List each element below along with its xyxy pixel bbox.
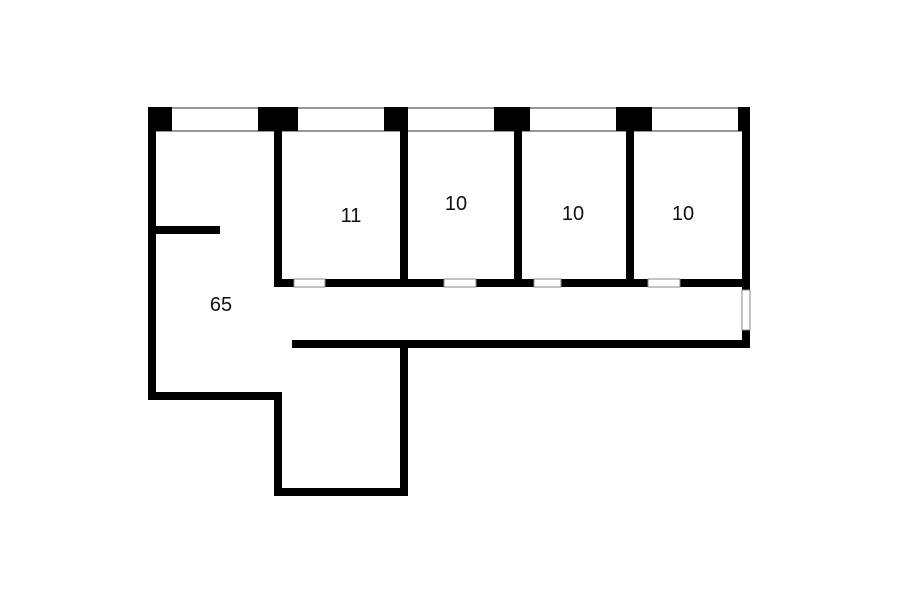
door-entrance bbox=[741, 289, 751, 331]
door-office-3 bbox=[533, 278, 562, 288]
room-area-office-1: 11 bbox=[341, 205, 362, 227]
walls bbox=[148, 107, 750, 496]
doors bbox=[293, 278, 751, 331]
pillars bbox=[148, 107, 750, 131]
room-area-office-2: 10 bbox=[445, 193, 467, 215]
room-area-office-3: 10 bbox=[562, 203, 584, 225]
door-office-4 bbox=[647, 278, 681, 288]
door-office-2 bbox=[443, 278, 477, 288]
door-office-1 bbox=[293, 278, 326, 288]
room-area-office-4: 10 bbox=[672, 203, 694, 225]
windows bbox=[148, 107, 750, 132]
room-area-open-area: 65 bbox=[210, 294, 232, 316]
